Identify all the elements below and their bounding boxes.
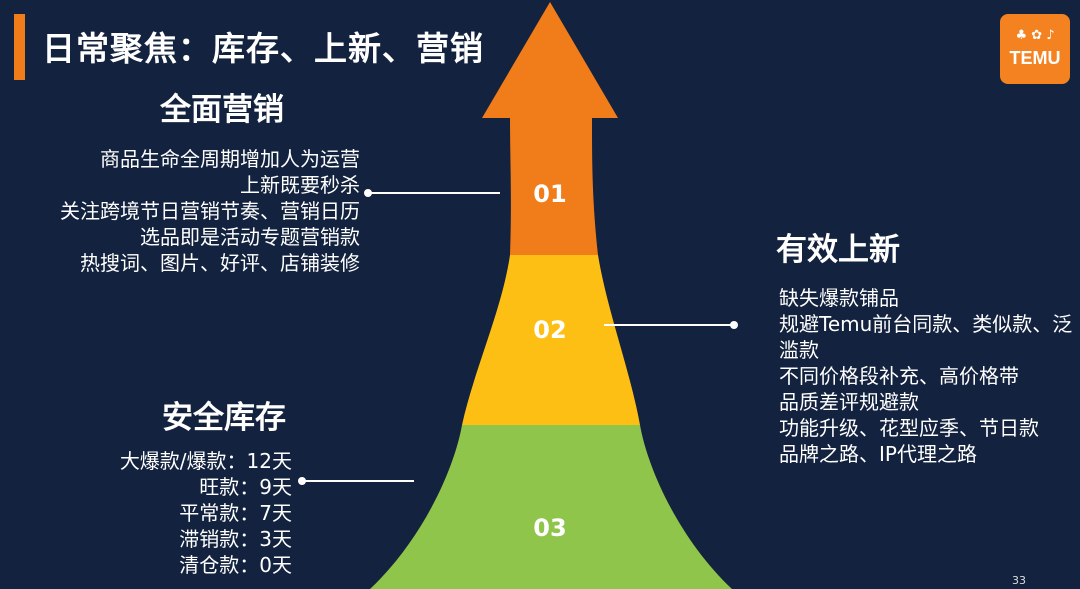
- marketing-list: 商品生命全周期增加人为运营 上新既要秒杀 关注跨境节日营销节奏、营销日历 选品即…: [14, 146, 360, 276]
- new-products-line: 不同价格段补充、高价格带: [779, 364, 1019, 388]
- new-products-connector-line: [604, 324, 732, 326]
- inventory-line: 旺款：9天: [199, 475, 292, 499]
- new-products-list: 缺失爆款铺品 规避Temu前台同款、类似款、泛 滥款 不同价格段补充、高价格带 …: [779, 285, 1072, 467]
- logo-mark-icon: ♣ ✿ ♪: [1015, 28, 1055, 43]
- page-number: 33: [1012, 574, 1026, 587]
- stage-02-shape: [462, 255, 640, 425]
- inventory-line: 滞销款：3天: [179, 527, 292, 551]
- inventory-connector-dot: [298, 477, 306, 485]
- inventory-list: 大爆款/爆款：12天 旺款：9天 平常款：7天 滞销款：3天 清仓款：0天: [60, 448, 292, 578]
- inventory-heading: 安全库存: [162, 400, 286, 436]
- logo-text: TEMU: [1009, 48, 1061, 68]
- marketing-line: 关注跨境节日营销节奏、营销日历: [60, 199, 360, 223]
- new-products-connector-dot: [730, 321, 738, 329]
- stage-02-label: 02: [533, 316, 567, 344]
- new-products-line: 品牌之路、IP代理之路: [779, 442, 977, 466]
- stage-01-shape: [482, 2, 618, 255]
- inventory-connector-line: [304, 480, 414, 482]
- page-title: 日常聚焦：库存、上新、营销: [42, 29, 484, 68]
- title-accent-bar: [14, 14, 25, 80]
- new-products-line: 缺失爆款铺品: [779, 286, 899, 310]
- new-products-line: 规避Temu前台同款、类似款、泛: [779, 312, 1073, 336]
- temu-logo: ♣ ✿ ♪ TEMU: [1000, 14, 1070, 84]
- new-products-line: 品质差评规避款: [779, 390, 919, 414]
- new-products-line: 滥款: [779, 338, 819, 362]
- inventory-line: 大爆款/爆款：12天: [119, 449, 292, 473]
- marketing-line: 热搜词、图片、好评、店铺装修: [80, 251, 360, 275]
- stage-03-label: 03: [533, 514, 567, 542]
- stage-03-shape: [370, 425, 732, 589]
- marketing-connector-line: [370, 192, 500, 194]
- marketing-line: 商品生命全周期增加人为运营: [100, 147, 360, 171]
- marketing-line: 上新既要秒杀: [240, 173, 360, 197]
- marketing-connector-dot: [364, 189, 372, 197]
- inventory-line: 平常款：7天: [179, 501, 292, 525]
- stage-01-label: 01: [533, 180, 567, 208]
- new-products-heading: 有效上新: [776, 232, 900, 268]
- marketing-heading: 全面营销: [160, 92, 284, 128]
- inventory-line: 清仓款：0天: [179, 553, 292, 577]
- new-products-line: 功能升级、花型应季、节日款: [779, 416, 1039, 440]
- marketing-line: 选品即是活动专题营销款: [140, 225, 360, 249]
